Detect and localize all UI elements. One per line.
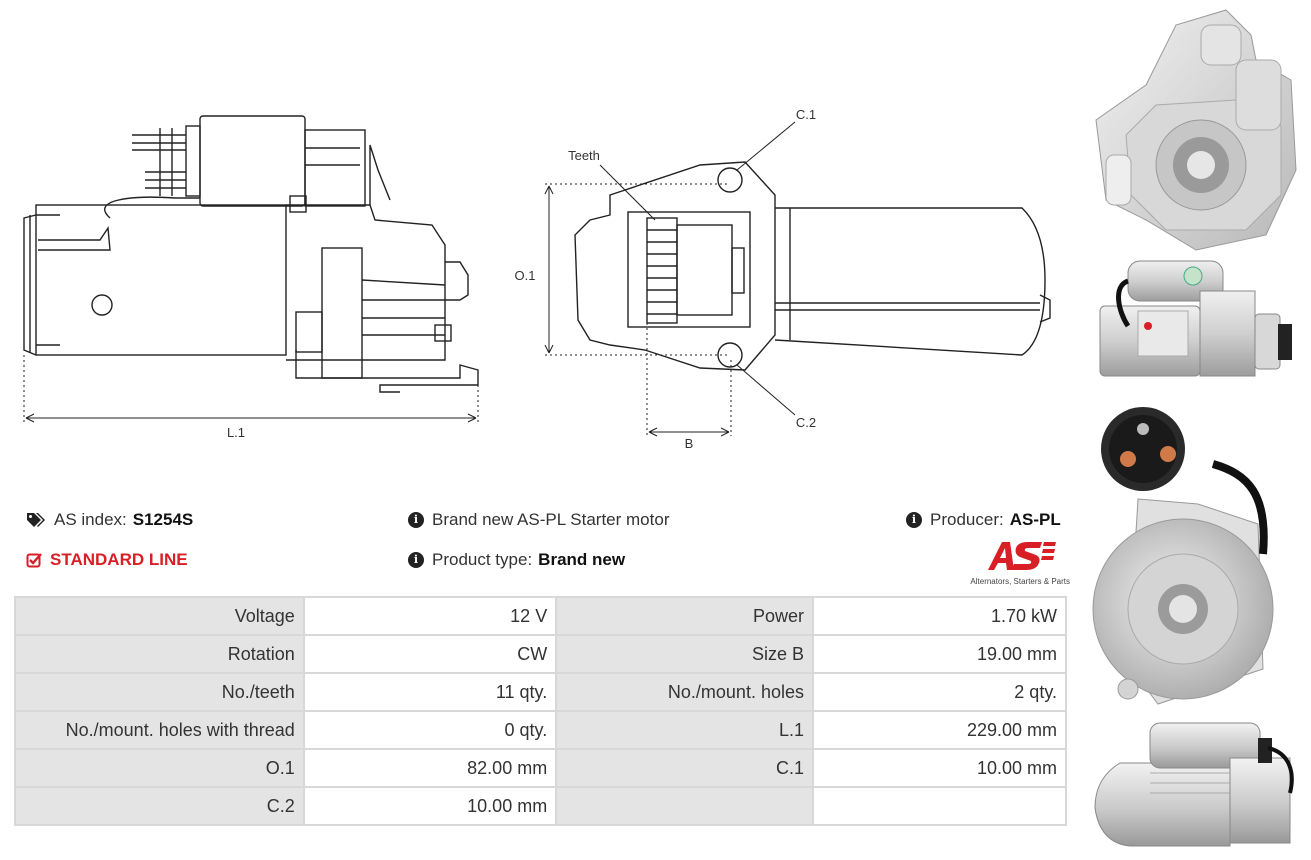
spec-value: 0 qty.: [304, 712, 556, 748]
spec-value: 2 qty.: [813, 674, 1065, 710]
as-pl-logo: Alternators, Starters & Parts: [962, 538, 1070, 586]
spec-value: 82.00 mm: [304, 750, 556, 786]
as-index-row: AS index: S1254S: [26, 508, 193, 532]
description-text: Brand new AS-PL Starter motor: [432, 510, 670, 529]
description-row: i Brand new AS-PL Starter motor: [408, 508, 669, 532]
dim-label-l1: L.1: [227, 425, 245, 440]
spec-label: No./teeth: [16, 674, 303, 710]
spec-label: No./mount. holes with thread: [16, 712, 303, 748]
table-row: No./mount. holes with thread 0 qty. L.1 …: [16, 712, 1065, 748]
spec-value: CW: [304, 636, 556, 672]
producer-value: AS-PL: [1009, 510, 1061, 529]
info-icon: i: [408, 552, 424, 568]
table-row: Rotation CW Size B 19.00 mm: [16, 636, 1065, 672]
side-view-drawing: L.1: [23, 115, 479, 440]
info-icon: i: [906, 512, 922, 528]
dim-label-teeth: Teeth: [568, 148, 600, 163]
spec-value: 229.00 mm: [813, 712, 1065, 748]
product-photo-rear: [1095, 9, 1297, 251]
spec-value: 12 V: [304, 598, 556, 634]
product-photo-side: [1099, 260, 1292, 377]
front-view-drawing: O.1 C.1 C.2 Teeth B: [515, 107, 1051, 451]
as-index-value: S1254S: [132, 510, 194, 529]
standard-line-label: STANDARD LINE: [50, 550, 188, 569]
spec-label: [557, 788, 812, 824]
spec-value: 10.00 mm: [813, 750, 1065, 786]
dim-label-c2: C.2: [796, 415, 816, 430]
spec-label: Size B: [557, 636, 812, 672]
producer-label: Producer:: [930, 510, 1004, 529]
table-row: O.1 82.00 mm C.1 10.00 mm: [16, 750, 1065, 786]
logo-tagline: Alternators, Starters & Parts: [970, 577, 1070, 586]
spec-label: O.1: [16, 750, 303, 786]
spec-value: 19.00 mm: [813, 636, 1065, 672]
table-row: Voltage 12 V Power 1.70 kW: [16, 598, 1065, 634]
product-photo-side-2: [1094, 722, 1294, 847]
table-row: C.2 10.00 mm: [16, 788, 1065, 824]
dim-label-o1: O.1: [515, 268, 536, 283]
as-pl-logo-mark: [988, 542, 1056, 570]
spec-value: [813, 788, 1065, 824]
dim-label-b: B: [685, 436, 694, 451]
spec-label: C.1: [557, 750, 812, 786]
spec-value: 1.70 kW: [813, 598, 1065, 634]
as-index-label: AS index:: [54, 510, 127, 529]
product-photo-front: [1092, 407, 1274, 705]
spec-label: Power: [557, 598, 812, 634]
info-icon: i: [408, 512, 424, 528]
standard-line-row: STANDARD LINE: [26, 548, 188, 572]
spec-label: No./mount. holes: [557, 674, 812, 710]
checkbox-checked-icon: [26, 553, 42, 568]
tags-icon: [27, 513, 45, 527]
spec-label: L.1: [557, 712, 812, 748]
spec-value: 11 qty.: [304, 674, 556, 710]
product-type-label: Product type:: [432, 550, 533, 569]
spec-label: Rotation: [16, 636, 303, 672]
dim-label-c1: C.1: [796, 107, 816, 122]
spec-table: Voltage 12 V Power 1.70 kW Rotation CW S…: [14, 596, 1067, 826]
spec-value: 10.00 mm: [304, 788, 556, 824]
table-row: No./teeth 11 qty. No./mount. holes 2 qty…: [16, 674, 1065, 710]
product-type-row: i Product type: Brand new: [408, 548, 625, 572]
spec-label: C.2: [16, 788, 303, 824]
product-type-value: Brand new: [538, 550, 626, 569]
spec-label: Voltage: [16, 598, 303, 634]
producer-row: i Producer: AS-PL: [906, 508, 1061, 532]
